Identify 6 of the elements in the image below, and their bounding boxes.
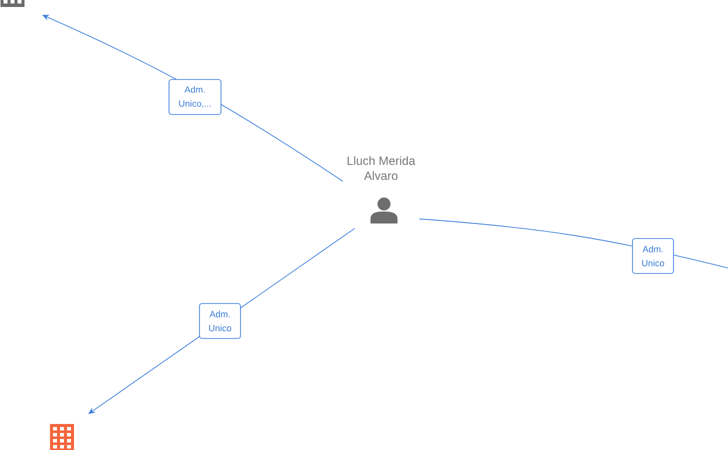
- edge-label: Adm. Unico: [632, 238, 674, 274]
- edge-label: Adm. Unico: [199, 303, 241, 339]
- person-name: Lluch Merida Alvaro: [348, 156, 416, 180]
- building-icon: [0, 0, 24, 7]
- edge-label: Adm. Unico,...: [168, 79, 222, 115]
- building-icon: [50, 424, 74, 450]
